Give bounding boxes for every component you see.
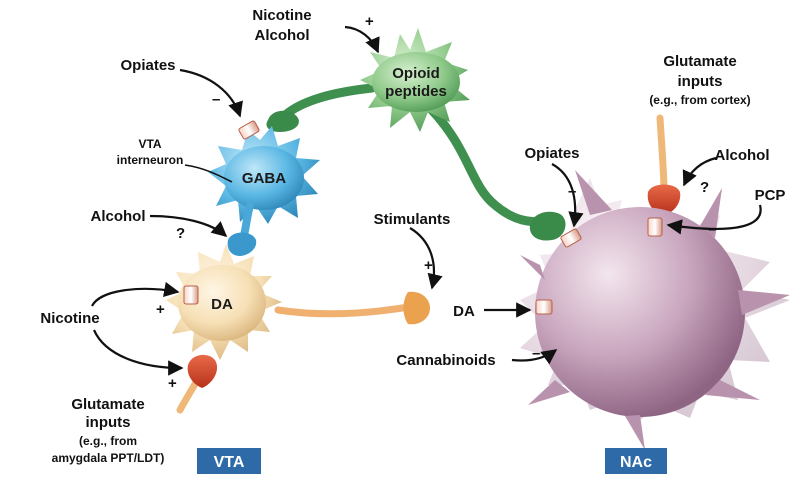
gaba-cell xyxy=(208,126,320,256)
label-glutamate-left-2: inputs xyxy=(86,414,131,431)
arrow-nicotine-glutamate xyxy=(92,329,184,376)
label-gaba: GABA xyxy=(242,170,286,187)
glutamate-right-axon xyxy=(656,114,668,194)
sign-stimulants: + xyxy=(424,257,433,274)
da-nicotine-receptor xyxy=(183,285,199,305)
arrow-nicotine-alcohol-opioid xyxy=(344,25,380,54)
arrow-pcp-nac xyxy=(666,204,762,235)
sign-cannabinoids: – xyxy=(532,345,540,362)
da-axon-terminal xyxy=(403,291,430,325)
label-vta-interneuron-2: interneuron xyxy=(117,153,184,167)
opioid-to-gaba-axon xyxy=(277,83,377,123)
label-alcohol-top: Alcohol xyxy=(255,27,310,44)
label-da-release: DA xyxy=(453,303,475,320)
sign-alcohol-left: ? xyxy=(176,225,185,242)
label-glutamate-right-3: (e.g., from cortex) xyxy=(649,93,750,107)
opioid-peptide-cell xyxy=(360,28,470,132)
sign-alcohol-right: ? xyxy=(700,179,709,196)
line-vta-interneuron xyxy=(184,164,233,183)
nac-da-receptor xyxy=(535,299,553,315)
nac-cell xyxy=(520,170,790,450)
da-cell xyxy=(166,244,282,360)
arrow-nicotine-da xyxy=(91,281,180,307)
label-stimulants: Stimulants xyxy=(374,211,451,228)
label-nicotine-left: Nicotine xyxy=(40,310,99,327)
opioid-gaba-terminal xyxy=(266,110,299,132)
vta-region-badge: VTA xyxy=(197,448,261,474)
label-da-cell: DA xyxy=(211,296,233,313)
label-vta-interneuron-1: VTA xyxy=(138,137,161,151)
sign-opiates-vta: – xyxy=(212,91,220,108)
arrow-opiates-gaba xyxy=(179,68,243,118)
arrow-alcohol-nac xyxy=(682,156,717,187)
arrow-opiates-nac xyxy=(551,163,584,228)
nac-glutamate-receptor xyxy=(647,217,663,237)
label-glutamate-left-3: (e.g., from xyxy=(79,434,137,448)
label-alcohol-left: Alcohol xyxy=(91,208,146,225)
label-glutamate-left-1: Glutamate xyxy=(71,396,144,413)
da-axon xyxy=(274,302,419,318)
label-opiates-vta: Opiates xyxy=(120,57,175,74)
opioid-to-nac-axon xyxy=(425,103,550,227)
label-nicotine-top: Nicotine xyxy=(252,7,311,24)
label-opioid-peptides-2: peptides xyxy=(385,83,447,100)
sign-nicotine-da: + xyxy=(156,301,165,318)
nac-region-badge: NAc xyxy=(605,448,667,474)
sign-nicotine-alcohol-top: + xyxy=(365,13,374,30)
arrow-stimulants-terminal xyxy=(409,227,443,290)
label-opioid-peptides-1: Opioid xyxy=(392,65,440,82)
glutamate-left-terminal xyxy=(187,354,218,388)
label-glutamate-right-2: inputs xyxy=(678,73,723,90)
sign-opiates-nac: – xyxy=(568,183,576,200)
sign-nicotine-glutamate: + xyxy=(168,375,177,392)
arrow-alcohol-gaba xyxy=(149,214,228,238)
label-pcp: PCP xyxy=(755,187,786,204)
label-opiates-nac: Opiates xyxy=(524,145,579,162)
label-alcohol-right: Alcohol xyxy=(715,147,770,164)
vta-region-label: VTA xyxy=(214,454,245,471)
gaba-opiate-receptor xyxy=(238,120,260,140)
nac-opiate-receptor xyxy=(560,228,582,248)
nac-region-label: NAc xyxy=(620,454,652,471)
glutamate-right-terminal xyxy=(647,184,681,214)
opioid-nac-terminal xyxy=(529,211,566,241)
label-glutamate-left-4: amygdala PPT/LDT) xyxy=(52,451,165,465)
arrow-cannabinoids-nac xyxy=(511,349,558,365)
label-glutamate-right-1: Glutamate xyxy=(663,53,736,70)
sign-pcp: – xyxy=(708,221,716,238)
label-cannabinoids: Cannabinoids xyxy=(396,352,495,369)
